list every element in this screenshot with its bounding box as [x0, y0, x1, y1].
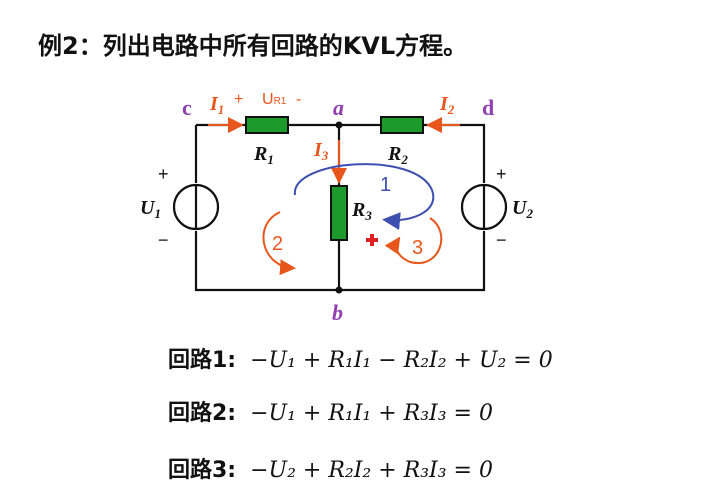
source-label-u1: U1: [140, 197, 161, 221]
loop-1-arrow: [293, 163, 435, 231]
loop-label-3: 3: [412, 237, 423, 259]
circuit-diagram: c a d b I1 + UR1 - I2 I3 R1 R2 R3 + U1 −…: [140, 91, 533, 325]
node-label-a: a: [333, 95, 344, 120]
resistor-r3: [330, 185, 348, 241]
resistor-r1: [245, 116, 289, 134]
equation-expression: −U₁ + R₁I₁ + R₃I₃ = 0: [250, 401, 493, 426]
loop-2-arrow: [262, 211, 296, 276]
current-label-i3: I3: [313, 139, 329, 163]
plus-marker: [366, 234, 378, 246]
equation-label: 回路3:: [168, 458, 237, 483]
loop-label-2: 2: [272, 233, 283, 255]
current-label-i1: I1: [209, 93, 224, 117]
annotation-plus: +: [234, 91, 243, 108]
annotation-minus: -: [296, 91, 301, 108]
source-u1-plus: +: [158, 164, 169, 184]
equation-expression: −U₁ + R₁I₁ − R₂I₂ + U₂ = 0: [250, 348, 553, 373]
node-label-d: d: [482, 95, 494, 120]
equation-expression: −U₂ + R₂I₂ + R₃I₃ = 0: [250, 458, 493, 483]
resistor-label-r1: R1: [253, 143, 274, 167]
equation-label: 回路1:: [168, 348, 237, 373]
source-u1: [172, 183, 220, 231]
equation-loop-2: 回路2: −U₁ + R₁I₁ + R₃I₃ = 0: [168, 395, 493, 427]
resistor-label-r3: R3: [351, 199, 372, 223]
equation-label: 回路2:: [168, 401, 237, 426]
node-dot-b: [335, 286, 343, 294]
loop-3-arrow: [384, 217, 443, 265]
current-label-i2: I2: [439, 93, 455, 117]
source-u2-minus: −: [496, 230, 507, 250]
annotation-handwritten: UR1: [262, 91, 287, 108]
source-u2-plus: +: [496, 164, 507, 184]
node-dot-a: [335, 121, 343, 129]
source-u1-minus: −: [158, 230, 169, 250]
equation-loop-3: 回路3: −U₂ + R₂I₂ + R₃I₃ = 0: [168, 452, 493, 484]
loop-label-1: 1: [380, 174, 391, 196]
wire-top: [196, 123, 486, 183]
node-label-b: b: [332, 300, 343, 325]
problem-title: 例2：列出电路中所有回路的KVL方程。: [38, 32, 468, 60]
source-label-u2: U2: [512, 197, 533, 221]
equation-loop-1: 回路1: −U₁ + R₁I₁ − R₂I₂ + U₂ = 0: [168, 342, 553, 374]
resistor-r2: [380, 116, 424, 134]
source-u2: [460, 183, 508, 231]
resistor-label-r2: R2: [387, 143, 408, 167]
node-label-c: c: [182, 95, 192, 120]
